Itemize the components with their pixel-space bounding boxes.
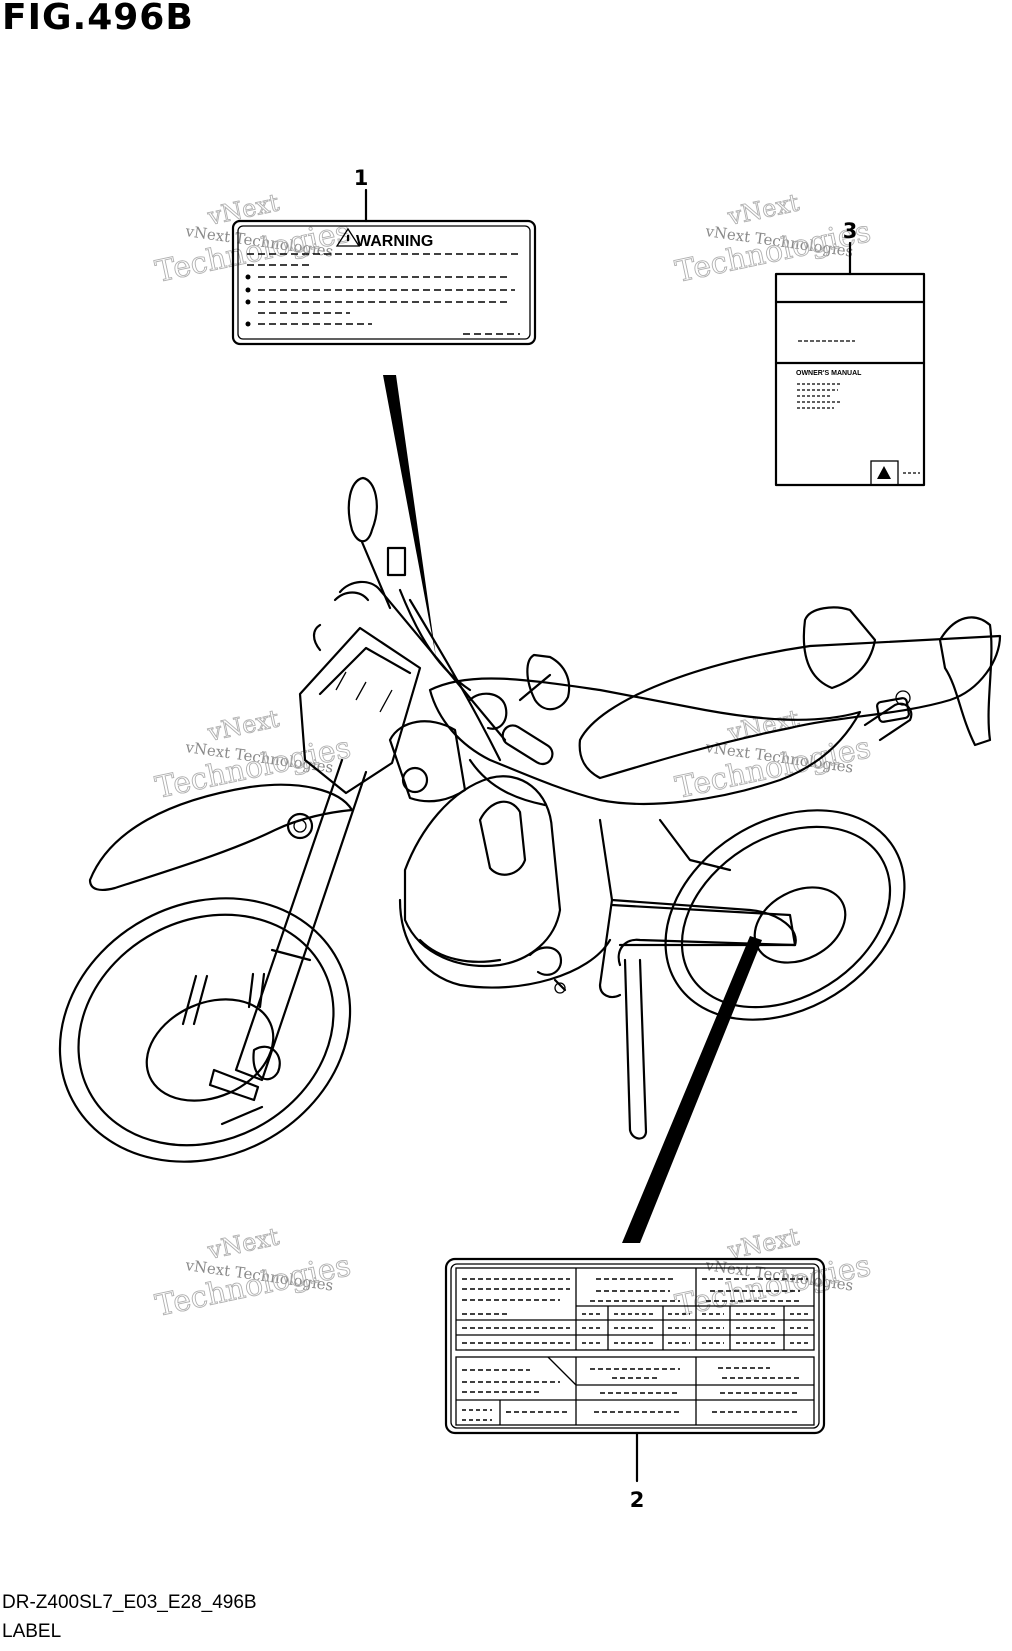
motorcycle bbox=[58, 476, 1002, 1163]
callout-1[interactable]: 1 bbox=[354, 166, 369, 223]
watermark-top-left: vNext Technologies vNext Technologies bbox=[152, 188, 354, 290]
watermark-bottom-right: vNext Technologies vNext Technologies bbox=[672, 1222, 874, 1324]
svg-text:vNext: vNext bbox=[724, 188, 802, 231]
watermark-bottom-left: vNext Technologies vNext Technologies bbox=[152, 1222, 354, 1324]
information-label[interactable] bbox=[444, 1257, 826, 1435]
brand-logo-icon bbox=[877, 466, 891, 479]
figure-title: FIG.496B bbox=[2, 0, 194, 38]
svg-text:vNext: vNext bbox=[204, 704, 282, 747]
callout-3[interactable]: 3 bbox=[843, 219, 858, 276]
svg-text:vNext: vNext bbox=[204, 188, 282, 231]
callout-number-2: 2 bbox=[630, 1488, 645, 1512]
warning-heading: WARNING bbox=[356, 233, 433, 250]
callout-1-pointer bbox=[383, 375, 436, 657]
diagram-code: DR-Z400SL7_E03_E28_496B bbox=[2, 1592, 257, 1613]
svg-text:Technologies: Technologies bbox=[152, 1248, 353, 1324]
svg-text:Technologies: Technologies bbox=[672, 730, 873, 806]
owners-manual[interactable]: OWNER'S MANUAL bbox=[774, 272, 926, 487]
svg-text:vNext: vNext bbox=[204, 1222, 282, 1265]
svg-text:Technologies: Technologies bbox=[152, 730, 353, 806]
callout-2-pointer bbox=[622, 936, 762, 1243]
section-label: LABEL bbox=[2, 1621, 62, 1642]
warning-triangle-icon bbox=[335, 227, 361, 247]
warning-label[interactable]: WARNING bbox=[231, 219, 537, 346]
callout-2[interactable]: 2 bbox=[630, 1431, 645, 1512]
manual-heading: OWNER'S MANUAL bbox=[796, 370, 862, 377]
callout-number-3: 3 bbox=[843, 219, 858, 243]
callout-number-1: 1 bbox=[354, 166, 369, 190]
